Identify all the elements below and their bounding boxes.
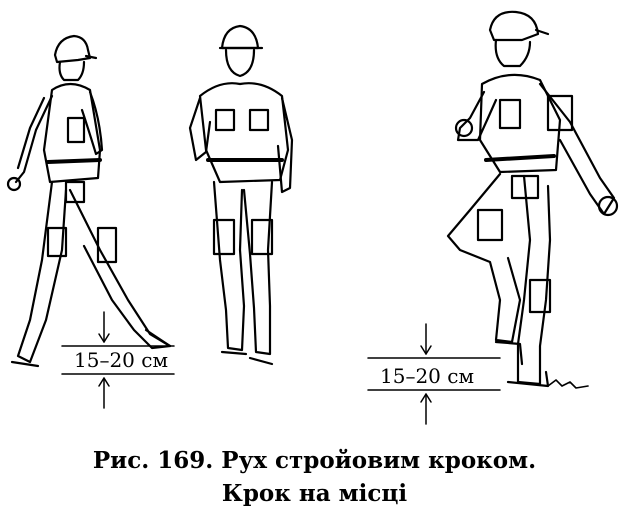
figure-illustration: 15–20 см 15–20 см xyxy=(6,10,619,425)
figure-caption: Рис. 169. Рух стройовим кроком. Крок на … xyxy=(0,444,629,510)
caption-line-2: Крок на місці xyxy=(221,480,408,507)
caption-line-1: Рис. 169. Рух стройовим кроком. xyxy=(92,447,537,474)
left-measure-label: 15–20 см xyxy=(74,348,168,372)
right-step-height-marks xyxy=(367,323,501,425)
marching-soldier-drawing xyxy=(6,34,172,368)
marching-in-place-soldier-drawing xyxy=(446,10,619,389)
right-measure-label: 15–20 см xyxy=(380,364,474,388)
front-soldier-drawing xyxy=(188,24,294,366)
left-step-height-marks xyxy=(61,311,175,409)
